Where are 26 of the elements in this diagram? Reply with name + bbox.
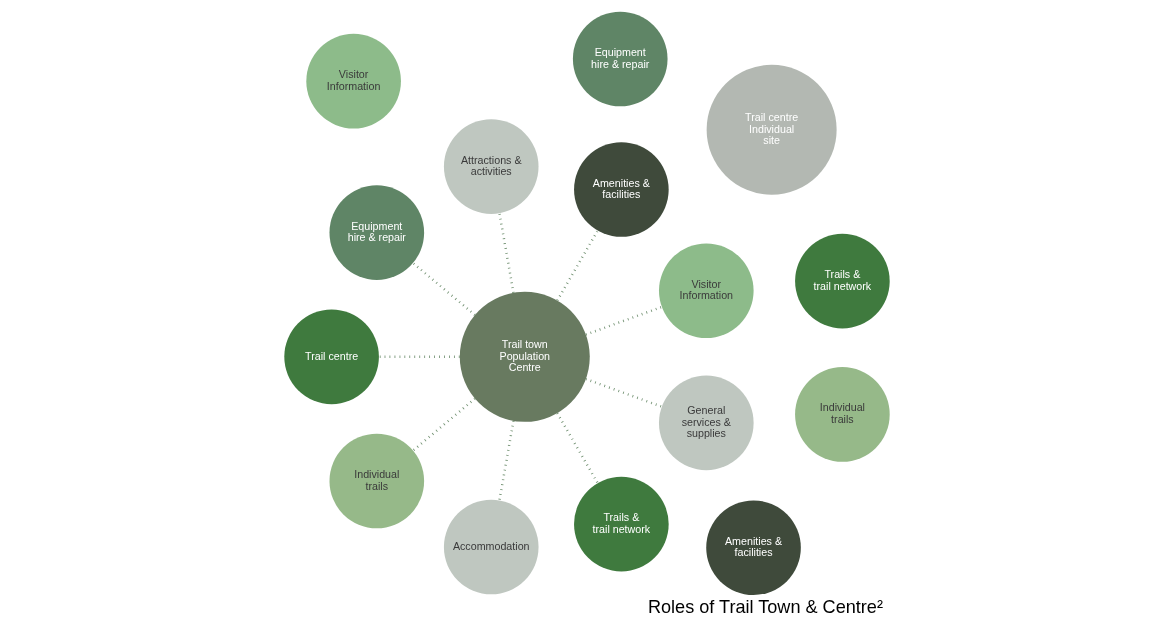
connector bbox=[411, 262, 476, 316]
node-circle: Trail town Population Centre bbox=[459, 291, 590, 422]
node-circle: Equipment hire & repair bbox=[329, 185, 424, 280]
node-circle: Visitor Information bbox=[658, 243, 754, 339]
node-circle: Amenities & facilities bbox=[573, 142, 669, 237]
node-circle: Individual trails bbox=[794, 367, 890, 462]
node-circle: Trail centre bbox=[283, 309, 379, 405]
node-circle: Amenities & facilities bbox=[705, 500, 801, 596]
connector bbox=[497, 213, 515, 293]
connector bbox=[497, 420, 515, 501]
connector bbox=[555, 230, 599, 302]
connector bbox=[585, 305, 662, 336]
caption: Roles of Trail Town & Centre² bbox=[647, 596, 883, 617]
node-circle: Visitor Information bbox=[305, 33, 401, 129]
connector bbox=[555, 412, 599, 484]
node-circle: Attractions & activities bbox=[443, 119, 539, 214]
node-circle: Individual trails bbox=[329, 433, 424, 529]
node-circle: Trails & trail network bbox=[573, 476, 669, 572]
node-circle: Equipment hire & repair bbox=[572, 11, 668, 107]
node-circle: Trail centre Individual site bbox=[706, 64, 837, 195]
node-circle: General services & supplies bbox=[658, 375, 754, 471]
connector bbox=[585, 377, 662, 408]
connector bbox=[411, 397, 476, 452]
connector bbox=[378, 355, 460, 359]
node-circle: Trails & trail network bbox=[794, 233, 890, 329]
node-circle: Accommodation bbox=[443, 499, 539, 595]
